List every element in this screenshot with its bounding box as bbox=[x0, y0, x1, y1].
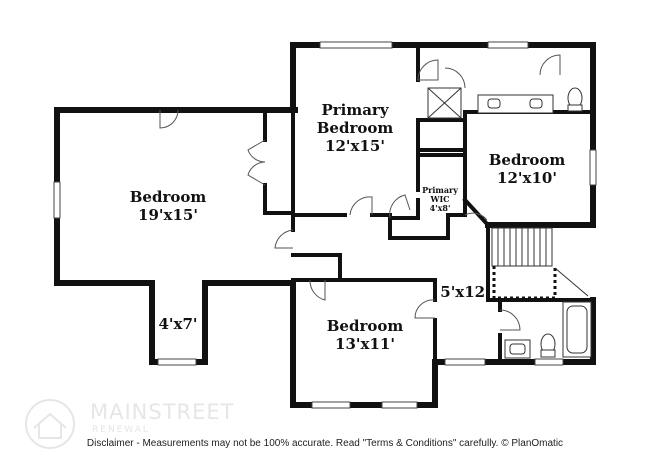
primary-wic-name-line1: Primary bbox=[422, 185, 458, 195]
bedroom-left-name: Bedroom bbox=[130, 188, 207, 206]
interior-walls bbox=[263, 43, 595, 364]
fixtures bbox=[427, 87, 592, 359]
primary-bedroom-name-line2: Bedroom bbox=[317, 119, 394, 137]
bedroom-bottom-name: Bedroom bbox=[327, 317, 404, 335]
disclaimer: Disclaimer - Measurements may not be 100… bbox=[86, 438, 564, 449]
bedroom-bottom-size: 13'x11' bbox=[335, 335, 395, 353]
primary-wic-size: 4'x8' bbox=[430, 203, 451, 213]
primary-bedroom-size: 12'x15' bbox=[325, 137, 385, 155]
watermark-sub: RENEWAL bbox=[92, 425, 150, 435]
hall-size: 5'x12' bbox=[440, 283, 489, 301]
bedroom-right-size: 12'x10' bbox=[497, 169, 557, 187]
closet-left-size: 4'x7' bbox=[158, 315, 197, 333]
watermark-house-icon bbox=[25, 399, 75, 449]
room-labels: Bedroom 19'x15' 4'x7' Primary Bedroom 12… bbox=[130, 101, 566, 353]
exterior-walls bbox=[54, 42, 596, 408]
stairs bbox=[491, 227, 589, 300]
windows bbox=[53, 41, 597, 409]
watermark-brand: MAINSTREET bbox=[90, 400, 235, 424]
watermark-logo: MAINSTREET RENEWAL bbox=[22, 398, 262, 458]
primary-wic-name-line2: WIC bbox=[429, 194, 449, 204]
bedroom-right-name: Bedroom bbox=[489, 151, 566, 169]
primary-bedroom-name-line1: Primary bbox=[321, 101, 389, 119]
bedroom-left-size: 19'x15' bbox=[138, 206, 198, 224]
doors bbox=[159, 54, 561, 331]
